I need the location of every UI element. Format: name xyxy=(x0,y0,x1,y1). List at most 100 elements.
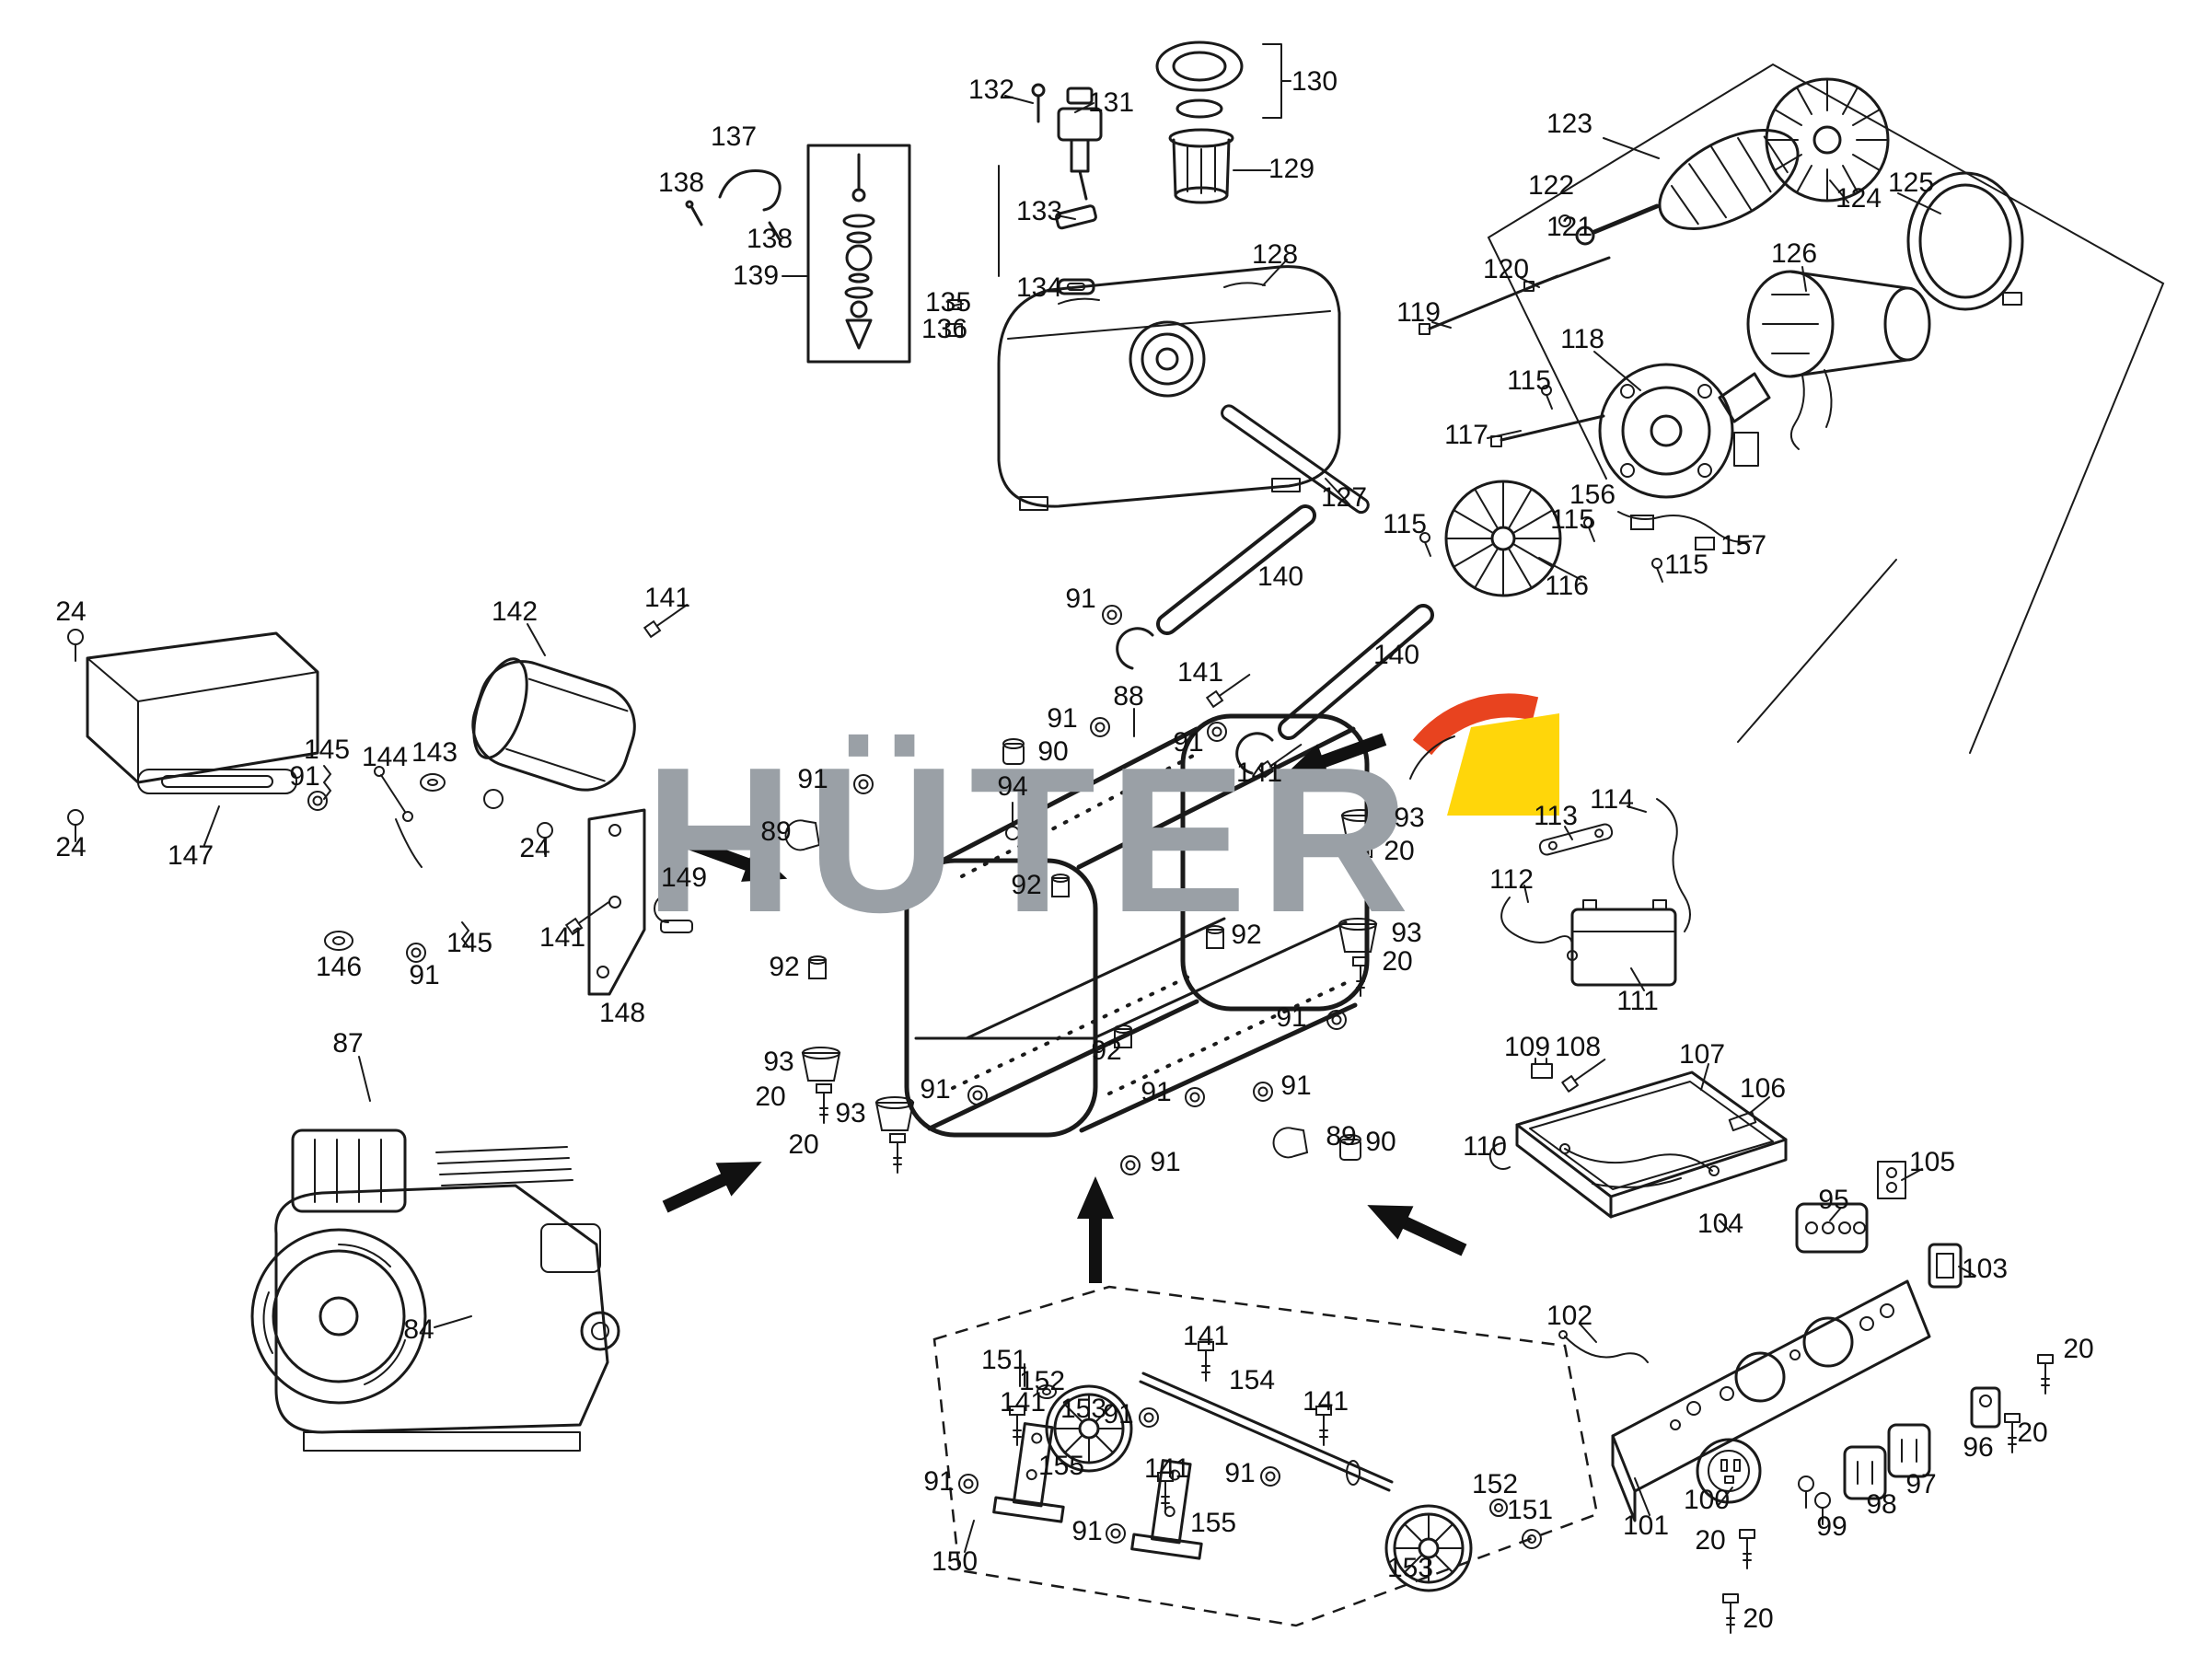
part-label: 92 xyxy=(769,952,800,982)
part-label: 20 xyxy=(2017,1418,2048,1448)
part-label: 91 xyxy=(920,1074,951,1105)
engine xyxy=(250,1128,620,1452)
part-label: 136 xyxy=(921,314,968,344)
part-label: 137 xyxy=(710,122,758,152)
part-label: 140 xyxy=(1257,561,1304,592)
part-label: 92 xyxy=(1231,920,1262,950)
part-label: 20 xyxy=(1695,1525,1726,1556)
part-label: 143 xyxy=(411,737,458,768)
part-label: 152 xyxy=(1471,1469,1519,1499)
part-label: 146 xyxy=(315,952,363,982)
part-label: 119 xyxy=(1396,297,1441,328)
part-label: 99 xyxy=(1816,1511,1847,1542)
part-label: 116 xyxy=(1545,571,1589,601)
brand-watermark-text: HÜTER xyxy=(644,723,1422,955)
part-label: 90 xyxy=(1037,736,1069,767)
part-label: 98 xyxy=(1866,1489,1897,1520)
battery-group xyxy=(1500,798,1691,987)
part-label: 127 xyxy=(1320,482,1368,513)
part-label: 91 xyxy=(1103,1399,1134,1429)
part-label: 122 xyxy=(1527,170,1575,201)
rotor-assembly xyxy=(1558,77,1890,246)
part-label: 93 xyxy=(763,1047,794,1077)
part-label: 141 xyxy=(999,1387,1047,1418)
brand-watermark: HÜTER xyxy=(644,693,1559,955)
part-label: 91 xyxy=(1047,703,1078,734)
part-label: 157 xyxy=(1720,530,1767,561)
part-label: 94 xyxy=(997,771,1028,802)
part-label: 141 xyxy=(1143,1453,1191,1484)
part-label: 110 xyxy=(1463,1131,1507,1162)
direction-arrows xyxy=(662,733,1467,1283)
arrow-icon xyxy=(684,836,788,882)
part-label: 109 xyxy=(1503,1032,1551,1062)
wheel-kit xyxy=(932,1285,1599,1627)
part-label: 107 xyxy=(1678,1039,1726,1070)
part-label: 114 xyxy=(1590,784,1634,815)
frame-handles xyxy=(1116,504,1434,775)
part-label: 153 xyxy=(1060,1394,1107,1424)
part-label: 118 xyxy=(1560,324,1604,354)
part-label: 100 xyxy=(1683,1485,1731,1515)
mount-bracket xyxy=(536,808,693,996)
part-label: 91 xyxy=(923,1466,955,1497)
part-label: 125 xyxy=(1887,168,1935,198)
part-label: 90 xyxy=(1365,1127,1396,1157)
part-label: 141 xyxy=(1235,758,1283,788)
part-label: 117 xyxy=(1444,420,1488,450)
part-label: 93 xyxy=(1394,803,1425,833)
part-label: 153 xyxy=(1386,1553,1434,1583)
part-label: 121 xyxy=(1546,212,1593,242)
part-label: 92 xyxy=(1091,1036,1122,1066)
frame xyxy=(904,713,1370,1138)
stator-band xyxy=(1906,171,2024,311)
part-label: 135 xyxy=(924,287,972,318)
part-label: 145 xyxy=(446,928,493,958)
part-label: 104 xyxy=(1697,1209,1744,1239)
leader-lines xyxy=(203,95,1976,1553)
arrow-icon xyxy=(1367,1205,1467,1256)
side-cover xyxy=(66,628,319,843)
part-label: 152 xyxy=(1018,1366,1066,1396)
arrow-icon xyxy=(1283,733,1387,779)
part-label: 108 xyxy=(1554,1032,1602,1062)
part-label: 141 xyxy=(1302,1386,1349,1417)
part-label: 113 xyxy=(1534,801,1578,831)
fuel-line-hook xyxy=(685,169,782,243)
part-label: 102 xyxy=(1546,1301,1593,1331)
part-label: 142 xyxy=(491,596,539,627)
part-label: 154 xyxy=(1228,1365,1276,1395)
part-label: 91 xyxy=(1280,1071,1312,1101)
part-label: 91 xyxy=(1071,1516,1103,1546)
part-label: 123 xyxy=(1546,109,1593,139)
part-label: 120 xyxy=(1482,254,1530,284)
part-label: 101 xyxy=(1622,1510,1670,1541)
part-label: 128 xyxy=(1251,239,1299,270)
part-label: 115 xyxy=(1507,365,1551,396)
part-label: 149 xyxy=(660,862,708,893)
part-label: 126 xyxy=(1770,238,1818,269)
part-label: 93 xyxy=(835,1098,866,1128)
part-label: 87 xyxy=(332,1028,364,1059)
part-label: 95 xyxy=(1818,1185,1849,1215)
part-label: 155 xyxy=(1189,1508,1237,1538)
part-label: 112 xyxy=(1489,864,1534,895)
part-label: 131 xyxy=(1087,87,1135,118)
part-label: 141 xyxy=(539,922,586,953)
part-label: 141 xyxy=(1182,1321,1230,1351)
part-label: 129 xyxy=(1268,154,1315,184)
part-label: 20 xyxy=(2063,1334,2094,1364)
fuel-tank xyxy=(997,265,1341,511)
part-label: 91 xyxy=(1276,1002,1307,1033)
part-label: 20 xyxy=(1384,836,1415,866)
part-label: 89 xyxy=(1326,1121,1357,1152)
part-label: 91 xyxy=(797,764,828,794)
part-label: 115 xyxy=(1383,509,1427,539)
part-label: 91 xyxy=(1150,1147,1181,1177)
part-label: 134 xyxy=(1015,272,1063,303)
part-label: 24 xyxy=(519,833,550,863)
part-label: 20 xyxy=(1743,1603,1774,1634)
